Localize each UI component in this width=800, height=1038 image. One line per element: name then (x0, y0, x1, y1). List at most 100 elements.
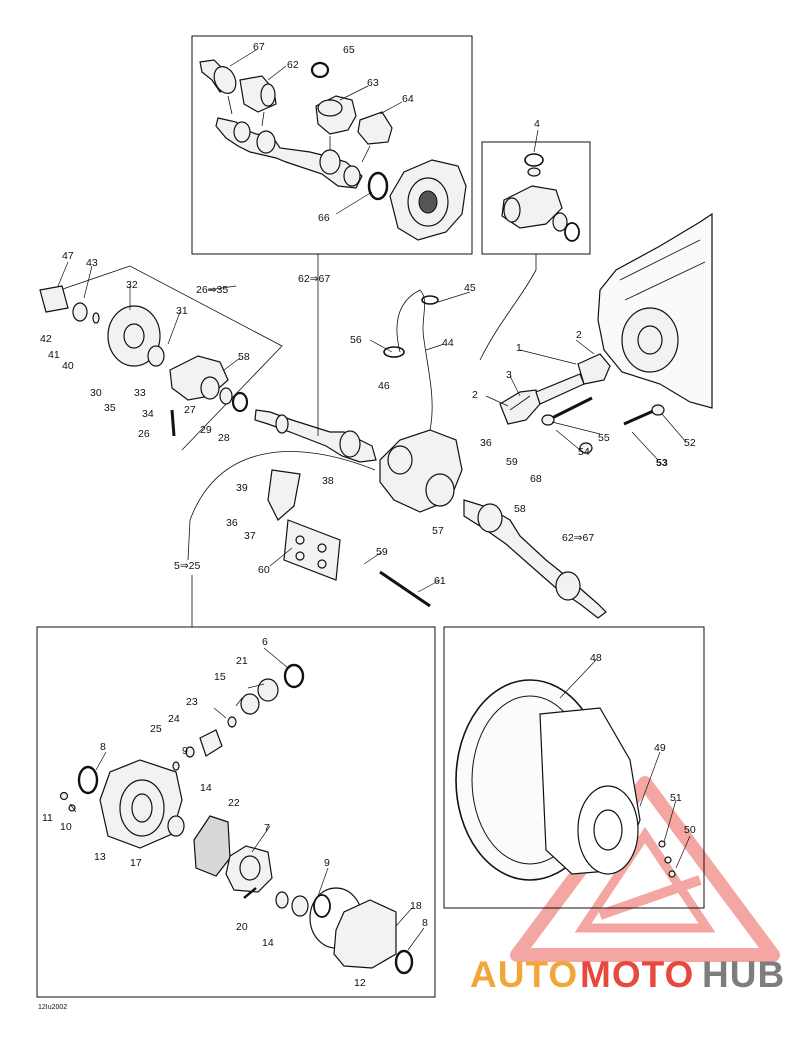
callout-40: 40 (62, 360, 74, 372)
wheel-hub-group (39, 285, 249, 437)
callout-37: 37 (244, 530, 256, 542)
callout-67: 67 (253, 41, 265, 53)
callout-28: 28 (218, 432, 230, 444)
callout-15: 15 (214, 671, 226, 683)
callout-53: 53 (656, 457, 668, 469)
callout-59-bottom: 59 (376, 546, 388, 558)
callout-55: 55 (598, 432, 610, 444)
callout-49: 49 (654, 742, 666, 754)
callout-5-25: 5⇒25 (174, 560, 200, 572)
callout-9-bottom: 9 (324, 857, 330, 869)
callout-4: 4 (534, 118, 540, 130)
differential-internals (59, 663, 414, 975)
callout-7: 7 (264, 822, 270, 834)
callout-35: 35 (104, 402, 116, 414)
callout-41: 41 (48, 349, 60, 361)
callout-60: 60 (258, 564, 270, 576)
callout-54: 54 (578, 446, 590, 458)
callout-34: 34 (142, 408, 154, 420)
callout-32: 32 (126, 279, 138, 291)
callout-59-top: 59 (506, 456, 518, 468)
wheel-detail-frame (443, 626, 705, 909)
callout-58-top: 58 (238, 351, 250, 363)
callout-46: 46 (378, 380, 390, 392)
callout-64: 64 (402, 93, 414, 105)
callout-24: 24 (168, 713, 180, 725)
callout-30: 30 (90, 387, 102, 399)
cv-parts-top (199, 59, 467, 241)
callout-39: 39 (236, 482, 248, 494)
callout-13: 13 (94, 851, 106, 863)
callout-66: 66 (318, 212, 330, 224)
support-bracket (267, 469, 431, 608)
callout-23: 23 (186, 696, 198, 708)
cv-joint-detail-frame (191, 35, 473, 255)
link-line-diff (187, 451, 376, 561)
callout-65: 65 (343, 44, 355, 56)
callout-38: 38 (322, 475, 334, 487)
callout-62-67-top: 62⇒67 (298, 273, 330, 285)
leader-lines (57, 49, 691, 951)
callout-17: 17 (130, 857, 142, 869)
callout-10: 10 (60, 821, 72, 833)
callout-68: 68 (530, 473, 542, 485)
callout-22: 22 (228, 797, 240, 809)
right-drive-axle (463, 499, 607, 619)
mounting-bolts (541, 396, 665, 454)
callout-31: 31 (176, 305, 188, 317)
callout-1: 1 (516, 342, 522, 354)
link-line-coupler (479, 269, 537, 361)
callout-14-top: 14 (200, 782, 212, 794)
callout-labels: 67 62 65 63 64 66 4 47 43 62⇒67 32 26⇒35… (40, 41, 696, 989)
callout-2-mid: 2 (472, 389, 478, 401)
callout-26: 26 (138, 428, 150, 440)
callout-63: 63 (367, 77, 379, 89)
differential-detail-frame (36, 626, 436, 998)
callout-44: 44 (442, 337, 454, 349)
callout-6: 6 (262, 636, 268, 648)
callout-62-67-right: 62⇒67 (562, 532, 594, 544)
callout-36-top: 36 (480, 437, 492, 449)
callout-61: 61 (434, 575, 446, 587)
callout-51: 51 (670, 792, 682, 804)
callout-52: 52 (684, 437, 696, 449)
callout-27: 27 (184, 404, 196, 416)
callout-25: 25 (150, 723, 162, 735)
left-drive-axle (254, 409, 377, 463)
diagram-code: 12Iu2002 (38, 1004, 67, 1011)
callout-62: 62 (287, 59, 299, 71)
watermark-auto: AUTO (470, 954, 578, 995)
callout-45: 45 (464, 282, 476, 294)
breather-hose (396, 289, 433, 431)
callout-57: 57 (432, 525, 444, 537)
callout-47: 47 (62, 250, 74, 262)
engine-block (597, 212, 713, 409)
callout-21: 21 (236, 655, 248, 667)
callout-2-top: 2 (576, 329, 582, 341)
callout-50: 50 (684, 824, 696, 836)
callout-26-35: 26⇒35 (196, 284, 228, 296)
callout-43: 43 (86, 257, 98, 269)
callout-11: 11 (42, 812, 53, 824)
callout-48: 48 (590, 652, 602, 664)
callout-29: 29 (200, 424, 212, 436)
callout-14-bottom: 14 (262, 937, 274, 949)
watermark-text: AUTO MOTO HUB (470, 954, 784, 995)
coupler-parts (501, 153, 580, 242)
callout-9-top: 9 (182, 745, 188, 757)
watermark-moto: MOTO (580, 954, 694, 995)
front-differential-housing (379, 429, 463, 513)
callout-3: 3 (506, 369, 512, 381)
callout-8-bottom: 8 (422, 917, 428, 929)
drive-shaft-assembly (499, 353, 611, 425)
callout-58-mid: 58 (514, 503, 526, 515)
callout-18: 18 (410, 900, 422, 912)
wheel-and-tire (455, 679, 676, 881)
callout-20: 20 (236, 921, 248, 933)
callout-33: 33 (134, 387, 146, 399)
callout-56: 56 (350, 334, 362, 346)
callout-42: 42 (40, 333, 52, 345)
callout-12: 12 (354, 977, 366, 989)
callout-8-top: 8 (100, 741, 106, 753)
